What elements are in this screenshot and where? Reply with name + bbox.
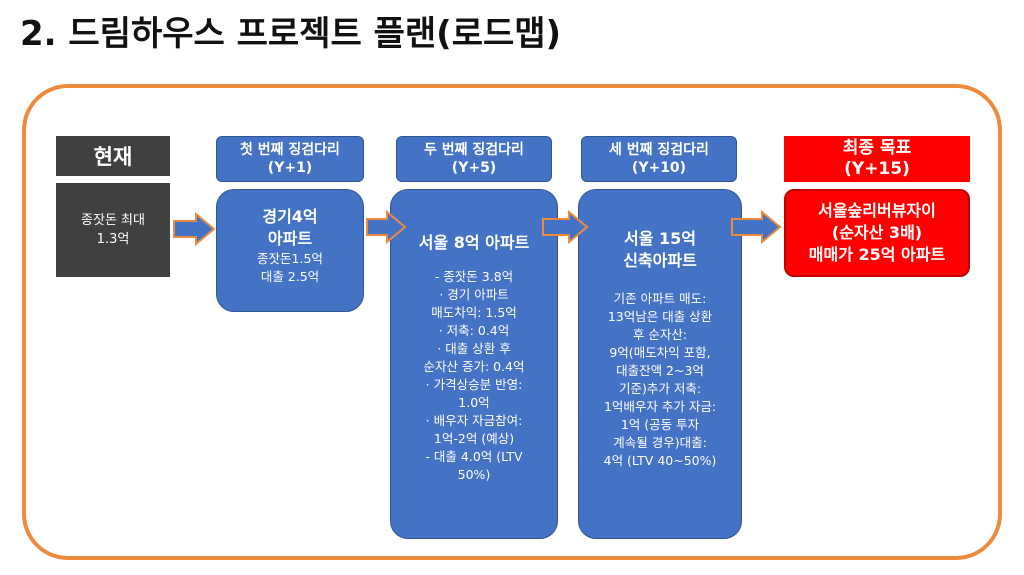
y1-header: 첫 번째 징검다리 (Y+1) xyxy=(216,136,364,182)
y10-line: 1억 (공동 투자 xyxy=(620,417,700,432)
y10-line: 기준)추가 저축: xyxy=(618,381,702,396)
goal-line: (순자산 3배) xyxy=(831,223,923,242)
y10-line: 기존 아파트 매도: xyxy=(613,291,707,306)
y10-line: 1억배우자 추가 자금: xyxy=(603,399,717,414)
y1-title: 아파트 xyxy=(267,229,313,248)
y10-title: 서울 15억 xyxy=(624,229,696,248)
y5-line: 매도차익: 1.5억 xyxy=(431,305,517,320)
y5-line: 50%) xyxy=(457,467,491,482)
current-line: 1.3억 xyxy=(96,232,130,247)
y5-line: - 대출 4.0억 (LTV xyxy=(425,449,523,464)
y10-line: 계속될 경우)대출: xyxy=(613,435,707,450)
current-card: 종잣돈 최대 1.3억 xyxy=(56,183,170,277)
y5-line: · 대출 상환 후 xyxy=(437,341,511,356)
y5-line: · 경기 아파트 xyxy=(439,287,509,302)
goal-line: 매매가 25억 아파트 xyxy=(808,245,946,264)
y5-line: 1억-2억 (예상) xyxy=(433,431,515,446)
y10-header: 세 번째 징검다리 (Y+10) xyxy=(581,136,737,182)
y5-header-label: 두 번째 징검다리 xyxy=(424,142,524,158)
y10-line: 4억 (LTV 40~50%) xyxy=(603,453,717,468)
arrow-right-icon xyxy=(731,210,782,244)
y1-line: 종잣돈1.5억 xyxy=(257,251,323,266)
current-line: 종잣돈 최대 xyxy=(81,213,145,228)
y10-card: 서울 15억 신축아파트 기존 아파트 매도: 13억남은 대출 상환 후 순자… xyxy=(578,189,742,539)
y5-line: · 가격상승분 반영: xyxy=(425,377,523,392)
goal-header-year: (Y+15) xyxy=(844,159,910,179)
y10-line: 후 순자산: xyxy=(632,327,688,342)
arrow-right-icon xyxy=(173,212,216,246)
y5-card: 서울 8억 아파트 - 종잣돈 3.8억 · 경기 아파트 매도차익: 1.5억… xyxy=(390,189,558,539)
current-header: 현재 xyxy=(56,136,170,176)
y10-line: 9억(매도차익 포함, xyxy=(609,345,711,360)
y5-title: 서울 8억 아파트 xyxy=(418,233,530,252)
y10-line: 13억남은 대출 상환 xyxy=(607,309,713,324)
goal-line: 서울숲리버뷰자이 xyxy=(818,201,936,220)
y5-line: 1.0억 xyxy=(458,395,490,410)
page-title: 2. 드림하우스 프로젝트 플랜(로드맵) xyxy=(20,14,562,54)
y5-line: 순자산 증가: 0.4억 xyxy=(423,359,525,374)
y1-card: 경기4억 아파트 종잣돈1.5억 대출 2.5억 xyxy=(216,189,364,312)
y10-title: 신축아파트 xyxy=(623,251,697,270)
y1-title: 경기4억 xyxy=(262,207,318,226)
y1-header-label: 첫 번째 징검다리 xyxy=(240,142,340,158)
goal-header: 최종 목표 (Y+15) xyxy=(784,136,970,182)
y5-line: - 종잣돈 3.8억 xyxy=(434,269,514,284)
y5-header: 두 번째 징검다리 (Y+5) xyxy=(396,136,552,182)
roadmap-frame xyxy=(22,84,1002,560)
y1-header-year: (Y+1) xyxy=(267,160,313,176)
y10-header-year: (Y+10) xyxy=(631,160,687,176)
goal-card: 서울숲리버뷰자이 (순자산 3배) 매매가 25억 아파트 xyxy=(784,189,970,277)
y5-header-year: (Y+5) xyxy=(451,160,497,176)
y5-line: · 저축: 0.4억 xyxy=(438,323,510,338)
y5-line: · 배우자 자금참여: xyxy=(425,413,523,428)
y10-line: 대출잔액 2~3억 xyxy=(616,363,704,378)
arrow-right-icon xyxy=(366,210,407,244)
y10-header-label: 세 번째 징검다리 xyxy=(609,142,709,158)
arrow-right-icon xyxy=(542,210,589,244)
y1-line: 대출 2.5억 xyxy=(260,269,320,284)
goal-header-label: 최종 목표 xyxy=(842,138,912,158)
